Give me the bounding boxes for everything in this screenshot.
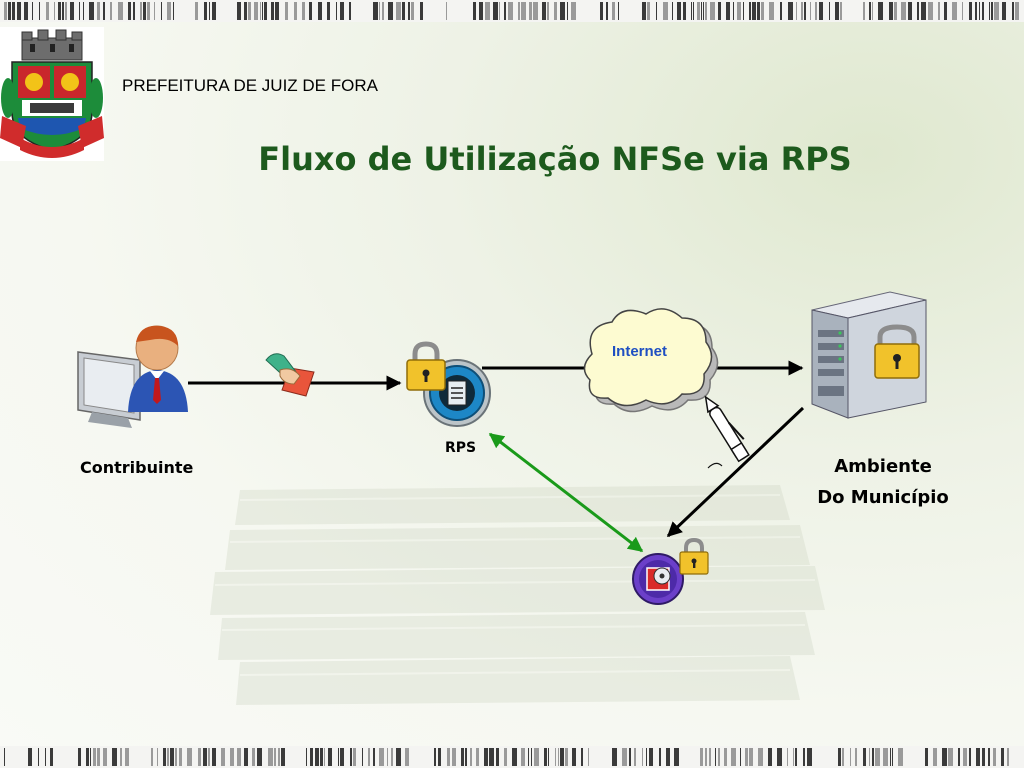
internet-label: Internet	[612, 343, 668, 360]
rps-label: RPS	[445, 440, 477, 456]
page-title: Fluxo de Utilização NFSe via RPS	[258, 140, 852, 178]
contribuinte-label: Contribuinte	[80, 458, 194, 477]
arrow-rps-disc-bidirectional	[488, 432, 644, 553]
arrow-server-to-disc	[666, 406, 805, 538]
ambiente-label: Ambiente Do Município	[806, 451, 960, 513]
ambiente-label-line2: Do Município	[817, 487, 949, 508]
bottom-barcode-strip	[0, 746, 1024, 768]
ambiente-label-line1: Ambiente	[834, 456, 932, 477]
organization-name: PREFEITURA DE JUIZ DE FORA	[122, 76, 378, 95]
top-barcode-strip	[0, 0, 1024, 22]
